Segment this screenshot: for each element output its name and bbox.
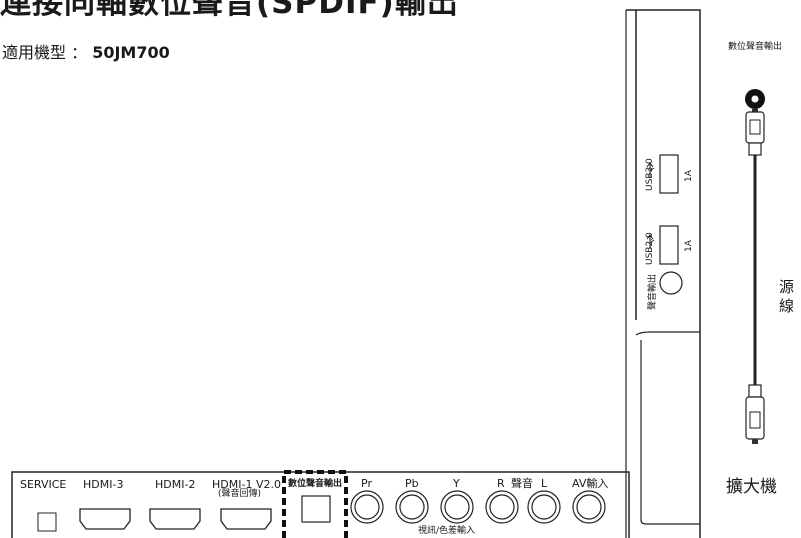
av-jack: [572, 490, 606, 524]
label-l: L: [541, 477, 548, 490]
hdmi2-port: [149, 508, 201, 530]
label-hdmi2: HDMI-2: [155, 478, 196, 491]
label-av-in: AV輸入: [572, 477, 609, 490]
usb3-port: [659, 154, 679, 194]
usb-icon: [646, 234, 655, 249]
page-title: 連接同軸數位聲音(SPDIF)輸出: [0, 0, 459, 21]
label-hdmi1-arc: (聲音回傳): [218, 489, 262, 499]
audio-out-jack: [659, 271, 683, 295]
label-usb3-ia: 1A: [684, 170, 694, 182]
hdmi3-port: [79, 508, 131, 530]
usb2-port: [659, 225, 679, 265]
label-y: Y: [453, 477, 460, 490]
tv-side-panel: [625, 9, 701, 538]
usb-icon: [646, 162, 655, 177]
audio-l-jack: [527, 490, 561, 524]
label-usb2: USB2.0: [645, 232, 655, 265]
label-hdmi3: HDMI-3: [83, 478, 124, 491]
hdmi1-port: [220, 508, 272, 530]
y-jack: [440, 490, 474, 524]
model-label: 適用機型 ：: [2, 43, 88, 62]
label-audio-out: 聲音輸出: [648, 273, 658, 310]
spdif-port: [301, 495, 331, 523]
label-source-line: 源 線: [779, 278, 795, 315]
label-usb2-ia: 1A: [684, 240, 694, 252]
label-pr: Pr: [361, 477, 372, 490]
pr-jack: [350, 490, 384, 524]
model-line: 適用機型 ： 50JM700: [2, 39, 170, 63]
label-r: R: [497, 477, 505, 490]
label-pb: Pb: [405, 477, 419, 490]
tv-bottom-panel: [11, 470, 630, 538]
side-panel-outer: [626, 9, 701, 538]
model-value: 50JM700: [92, 43, 170, 62]
service-port: [37, 512, 57, 532]
pb-jack: [395, 490, 429, 524]
label-spdif: 數位聲音輸出: [288, 479, 343, 489]
label-spdif-output: 數位聲音輸出: [728, 42, 783, 52]
label-usb3: USB3.0: [645, 158, 655, 191]
label-video-component: 視訊/色差輸入: [418, 526, 476, 536]
label-amplifier: 擴大機: [726, 477, 777, 497]
audio-r-jack: [485, 490, 519, 524]
label-hdmi1: HDMI-1 V2.0: [212, 478, 281, 491]
optical-cable: [745, 89, 765, 444]
label-audio: 聲音: [511, 477, 533, 490]
label-service: SERVICE: [20, 478, 67, 491]
